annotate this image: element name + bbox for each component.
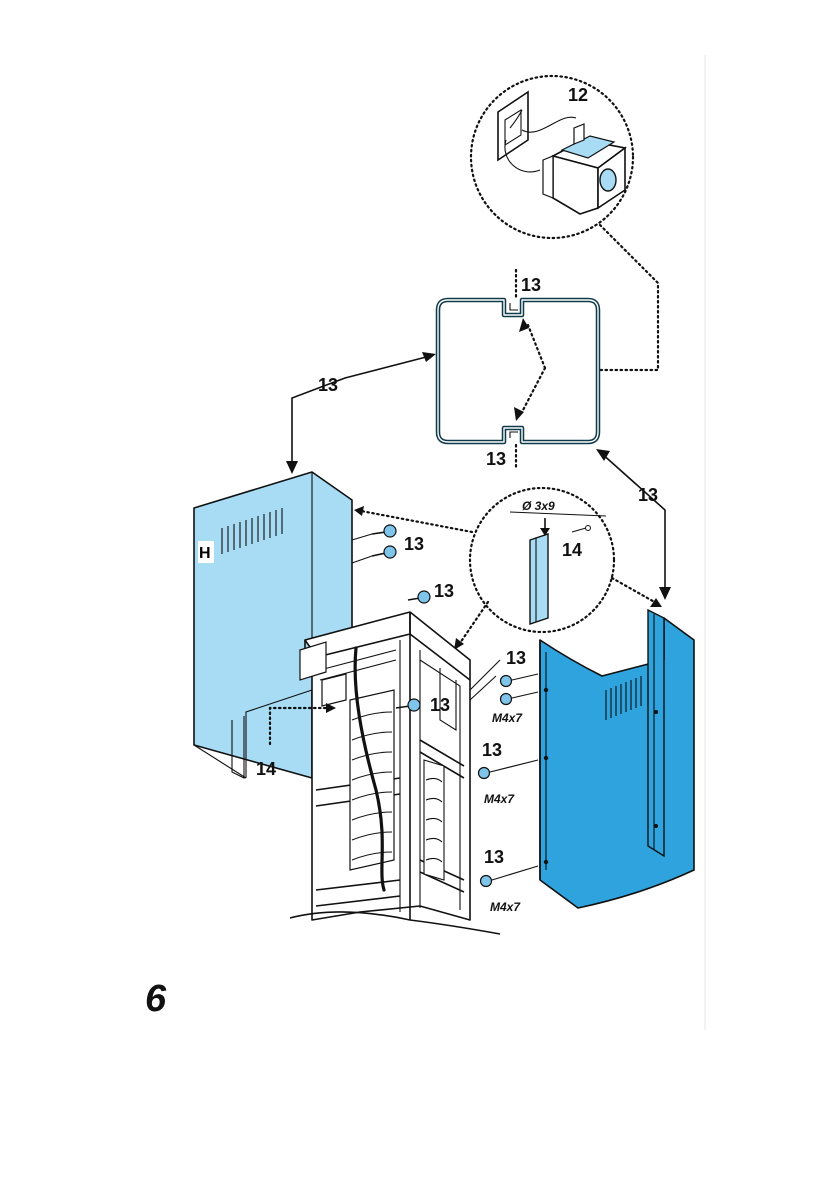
label-13-right-1: 13 [506, 648, 526, 668]
label-13-screw-inner: 13 [430, 695, 450, 715]
label-13-profile-top: 13 [521, 275, 541, 295]
arrow-profile-to-right-panel: 13 [596, 449, 671, 600]
screw-inner: 13 [395, 695, 450, 715]
detail-circle-electrical: 12 [469, 74, 635, 240]
label-13-screw-mid: 13 [434, 581, 454, 601]
panel-mark-h: H [199, 545, 211, 562]
screws-right-3: 13 M4x7 [479, 847, 539, 914]
leader-to-left-panel [354, 508, 474, 534]
label-12: 12 [568, 85, 588, 105]
label-14-bottom: 14 [256, 759, 276, 779]
screws-right-1: 13 M4x7 [492, 648, 539, 725]
leader-to-frame [456, 600, 490, 648]
right-panel-vents [605, 676, 642, 720]
label-dimension: Ø 3x9 [522, 499, 555, 513]
screws-right-2: 13 M4x7 [477, 740, 539, 806]
label-13-screws-left: 13 [404, 534, 424, 554]
figure-number: 6 [145, 978, 167, 1020]
leader-detail-to-profile [596, 223, 660, 372]
label-13-right-3: 13 [484, 847, 504, 867]
label-14-detail: 14 [562, 540, 582, 560]
right-cover-panel [539, 608, 695, 909]
screw-middle: 13 [407, 581, 454, 604]
detail-circle-screw: Ø 3x9 14 [468, 486, 616, 634]
label-13-profile-bottom: 13 [486, 449, 506, 469]
label-13-left-arrow: 13 [318, 375, 338, 395]
chimney-frame [289, 611, 501, 935]
label-m4x7-1: M4x7 [492, 711, 523, 725]
power-cable [353, 646, 386, 892]
label-m4x7-2: M4x7 [484, 792, 515, 806]
label-m4x7-3: M4x7 [490, 900, 521, 914]
leader-to-right-panel [610, 576, 660, 606]
arrow-profile-to-left-panel: 13 [286, 352, 436, 474]
label-14-left-group: 14 [256, 703, 336, 779]
junction-box [542, 123, 627, 215]
left-panel-vents [221, 508, 283, 554]
screws-left-upper: 13 [351, 524, 424, 564]
label-13-right-2: 13 [482, 740, 502, 760]
label-13-right-arrow: 13 [638, 485, 658, 505]
chimney-profile-section: 13 13 [435, 268, 601, 472]
